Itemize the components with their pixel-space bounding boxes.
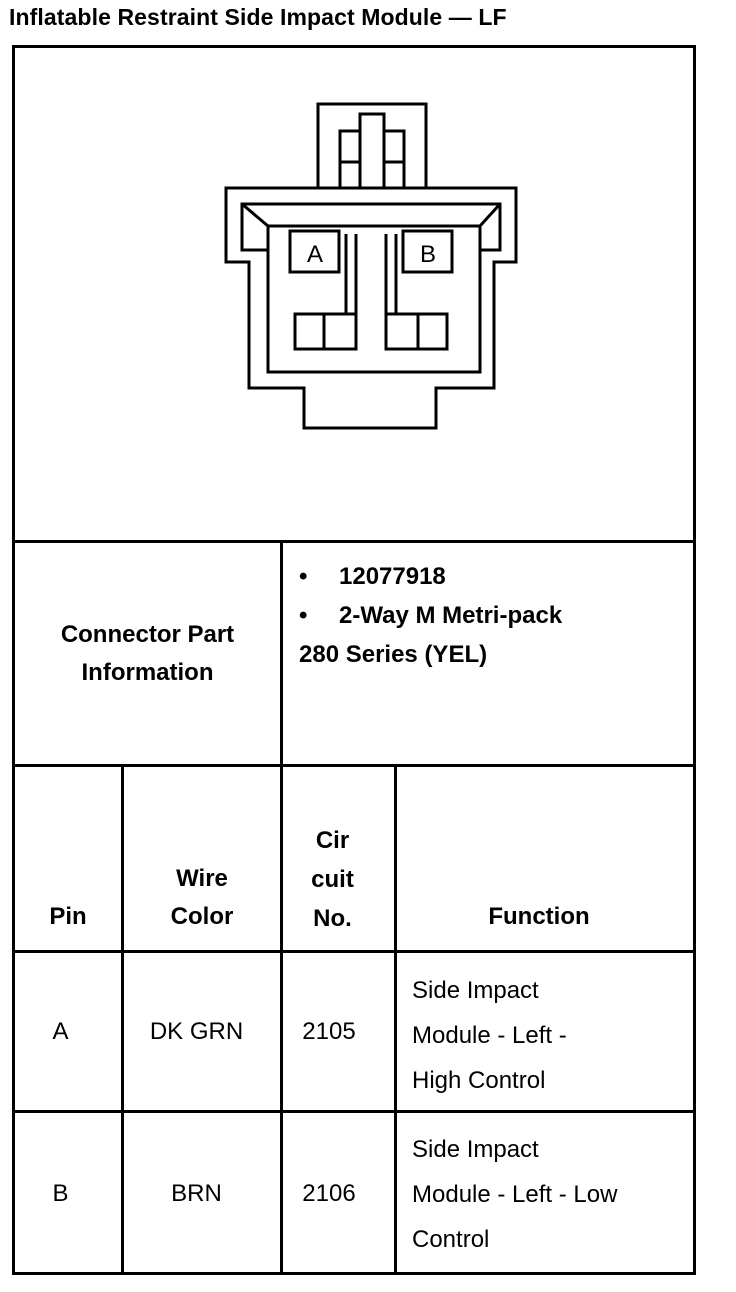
row-a-function-line2: Module - Left - [412, 1022, 567, 1049]
row-b-function: Side Impact Module - Left - Low Control [412, 1127, 617, 1262]
divider-col-3 [394, 764, 397, 1275]
row-b-circuit: 2106 [302, 1180, 356, 1207]
divider-col-1 [121, 764, 124, 1275]
divider-part-info [280, 540, 283, 766]
header-wire-color-line1: Wire [176, 865, 228, 892]
connector-diagram: A B [224, 102, 518, 430]
part-info-label-line1: Connector Part [60, 620, 235, 648]
connector-type-value: 2-Way M Metri-pack [339, 602, 563, 629]
connector-outer-body [224, 186, 518, 430]
divider-row-a [12, 1110, 696, 1113]
pin-a-label-box [288, 229, 341, 274]
header-circuit-line3: No. [313, 905, 352, 932]
divider-diagram [12, 540, 696, 543]
header-function: Function [488, 903, 590, 930]
connector-series: 280 Series (YEL) [299, 641, 488, 668]
row-a-function: Side Impact Module - Left - High Control [412, 968, 567, 1103]
divider-col-2 [280, 764, 283, 1275]
page-title: Inflatable Restraint Side Impact Module … [9, 4, 507, 30]
bullet-icon: • [299, 563, 308, 590]
row-a-pin: A [52, 1017, 69, 1045]
header-wire-color: Wire Color [124, 860, 280, 936]
row-b-function-line1: Side Impact [412, 1136, 539, 1163]
row-b-pin: B [52, 1180, 69, 1207]
row-a-function-line3: High Control [412, 1067, 546, 1094]
header-circuit-line1: Cir [315, 827, 350, 854]
connector-latch [316, 102, 428, 188]
header-pin: Pin [49, 903, 87, 930]
connector-inner-body [240, 202, 502, 374]
header-circuit: Cir cuit No. [283, 821, 382, 938]
pin-b-label-box [401, 229, 454, 274]
part-info-label-line2: Information [81, 658, 214, 686]
row-a-function-line1: Side Impact [412, 977, 539, 1004]
part-info-label: Connector Part Information [15, 543, 280, 764]
latch-center [358, 112, 386, 190]
row-b-wire-color: BRN [171, 1180, 222, 1207]
latch-tab-left [338, 129, 362, 190]
divider-header [12, 950, 696, 953]
part-number-value: 12077918 [339, 563, 446, 590]
bullet-icon: • [299, 602, 308, 629]
row-b-function-line2: Module - Left - Low [412, 1181, 618, 1208]
row-a-circuit: 2105 [302, 1017, 356, 1045]
header-circuit-line2: cuit [311, 866, 354, 893]
row-a-wire-color: DK GRN [149, 1017, 244, 1045]
row-b-function-line3: Control [412, 1226, 490, 1253]
divider-part-info-bottom [12, 764, 696, 767]
header-wire-color-line2: Color [170, 903, 234, 930]
latch-tab-right [382, 129, 406, 190]
pin-b-label: B [420, 241, 436, 268]
connector-type: • 2-Way M Metri-pack [299, 596, 562, 635]
part-number: • 12077918 [299, 557, 446, 596]
connector-table-frame [12, 45, 696, 1275]
pin-a-label: A [307, 241, 323, 268]
